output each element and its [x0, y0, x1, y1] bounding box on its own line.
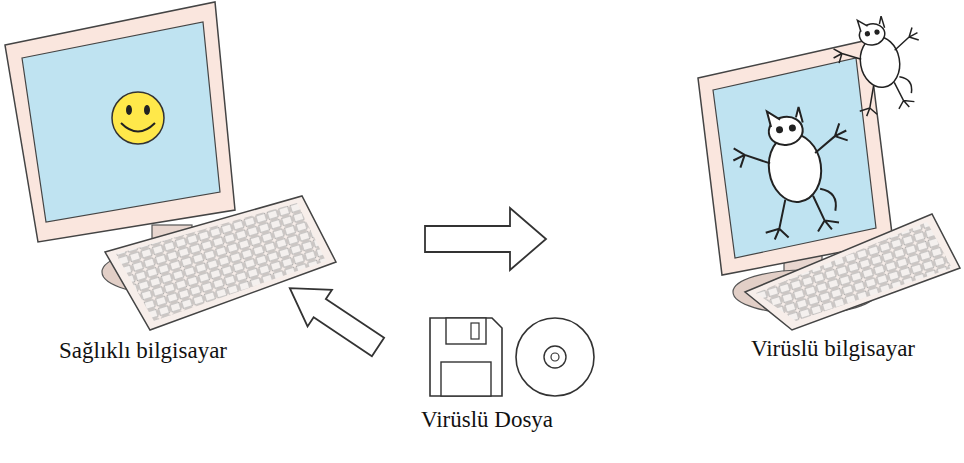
transition-arrow [425, 208, 546, 270]
healthy-computer [5, 2, 336, 330]
virus-creature [828, 10, 930, 120]
infected-computer [698, 10, 960, 330]
virus-creature [727, 101, 860, 244]
compact-disc [516, 318, 594, 396]
floppy-disk [430, 318, 502, 396]
smiley [112, 92, 164, 144]
insert-arrow [278, 270, 391, 365]
computer-caption: Sağlıklı bilgisayar [59, 338, 227, 364]
file-caption: Virüslü Dosya [421, 407, 553, 433]
computer-caption: Virüslü bilgisayar [751, 336, 915, 362]
